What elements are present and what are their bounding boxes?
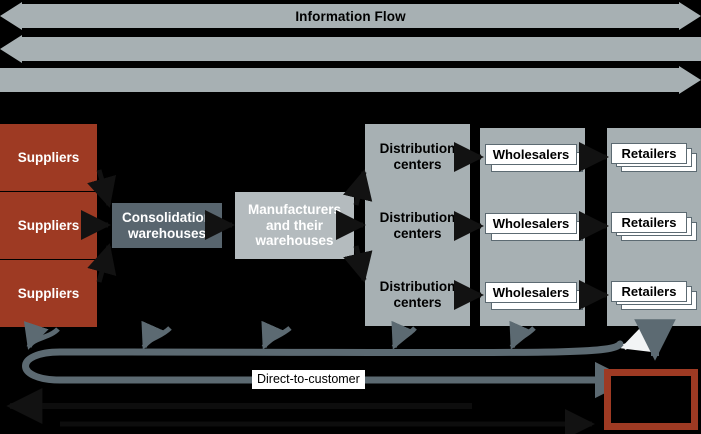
materials-flow-arrow-icon (0, 66, 701, 94)
node-distribution-center-3[interactable]: Distribution centers (365, 271, 470, 319)
collector-trunk-path (22, 340, 632, 399)
arrow-manufacturers-to-distribution (335, 169, 373, 283)
node-customers[interactable] (604, 369, 698, 430)
card-front-sheet: Retailers (611, 212, 687, 233)
node-label: Wholesalers (492, 285, 570, 300)
feeder-consolidation (141, 320, 172, 350)
node-label: Retailers (621, 284, 677, 299)
distribution-column-backdrop (365, 124, 470, 326)
node-retailers-3[interactable]: Retailers (611, 281, 699, 313)
information-flow-arrow-icon (0, 2, 701, 30)
card-front-sheet: Retailers (611, 143, 687, 164)
node-label: Consolidation warehouses (122, 209, 212, 241)
node-wholesalers-1[interactable]: Wholesalers (485, 144, 583, 174)
feeder-suppliers (23, 321, 60, 350)
cash-flow-arrow-icon (0, 35, 701, 63)
banner-information-flow: Information Flow (0, 2, 701, 30)
node-suppliers-1[interactable]: Suppliers (0, 124, 97, 191)
node-label: Suppliers (17, 285, 80, 301)
node-label: Distribution centers (379, 141, 456, 172)
node-label: Distribution centers (379, 210, 456, 241)
information-flow-label: Information Flow (295, 9, 406, 24)
node-manufacturers[interactable]: Manufacturers and their warehouses (235, 192, 354, 259)
feeder-arrows (23, 320, 536, 350)
node-label: Retailers (621, 146, 677, 161)
arrow-wholesalers-to-retailers (578, 142, 609, 310)
node-distribution-center-2[interactable]: Distribution centers (365, 202, 470, 250)
node-retailers-1[interactable]: Retailers (611, 143, 699, 175)
bottom-faint-arrows (6, 388, 595, 434)
node-label: Suppliers (17, 149, 80, 165)
node-suppliers-2[interactable]: Suppliers (0, 192, 97, 259)
card-front-sheet: Wholesalers (485, 213, 577, 234)
card-front-sheet: Wholesalers (485, 282, 577, 303)
node-retailers-2[interactable]: Retailers (611, 212, 699, 244)
feeder-retailers-white (620, 323, 656, 353)
card-front-sheet: Wholesalers (485, 144, 577, 165)
node-label: Wholesalers (492, 216, 570, 231)
node-label: Manufacturers and their warehouses (247, 201, 342, 249)
card-front-sheet: Retailers (611, 281, 687, 302)
arrow-distribution-to-wholesalers (453, 142, 484, 310)
node-suppliers-3[interactable]: Suppliers (0, 260, 97, 327)
feeder-wholesalers (509, 320, 536, 350)
node-consolidation-warehouses[interactable]: Consolidation warehouses (112, 203, 222, 248)
feeder-manufacturers (261, 320, 292, 350)
direct-to-customer-label: Direct-to-customer (252, 370, 365, 389)
feeder-distribution (391, 320, 417, 350)
node-label: Wholesalers (492, 147, 570, 162)
node-wholesalers-2[interactable]: Wholesalers (485, 213, 583, 243)
node-label: Suppliers (17, 217, 80, 233)
node-distribution-center-1[interactable]: Distribution centers (365, 133, 470, 181)
node-label: Retailers (621, 215, 677, 230)
arrow-suppliers-to-consolidation (80, 169, 117, 283)
node-wholesalers-3[interactable]: Wholesalers (485, 282, 583, 312)
node-label: Distribution centers (379, 279, 456, 310)
